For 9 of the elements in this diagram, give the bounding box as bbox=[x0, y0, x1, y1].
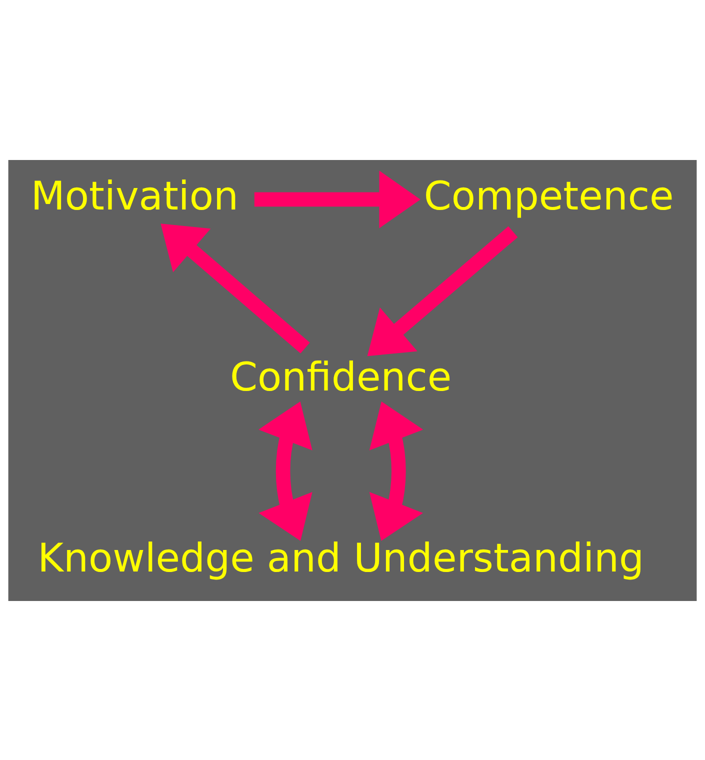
node-text: Motivation bbox=[30, 172, 238, 219]
arrow bbox=[258, 401, 312, 540]
node-text: Knowledge and Understanding bbox=[38, 535, 644, 582]
arrow bbox=[369, 401, 424, 540]
node-text: Competence bbox=[424, 172, 674, 219]
arrow bbox=[160, 223, 310, 353]
arrow bbox=[254, 170, 420, 228]
arrow bbox=[367, 226, 518, 356]
node-text: Confidence bbox=[230, 354, 452, 400]
